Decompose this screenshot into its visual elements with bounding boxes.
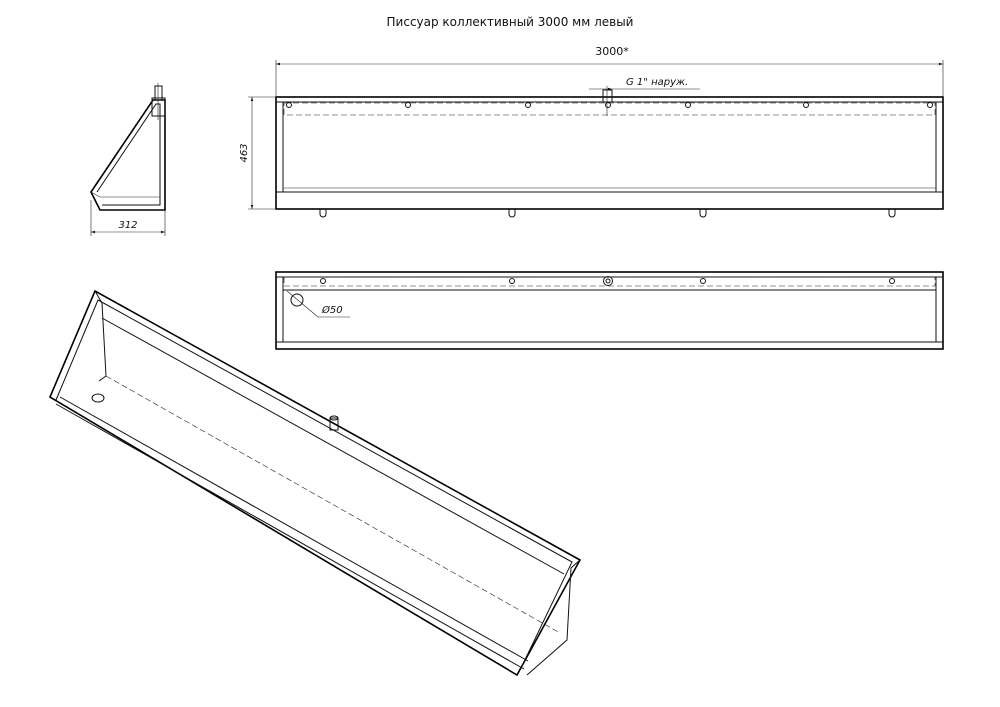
drawing-title: Писсуар коллективный 3000 мм левый — [387, 15, 634, 29]
drain-hole-diameter: Ø50 — [321, 304, 343, 316]
height-dimension: 463 — [239, 143, 250, 162]
isometric-view — [48, 289, 582, 677]
side-view: 312 — [90, 83, 166, 236]
top-view: Ø50 — [275, 271, 944, 350]
front-view: 3000* 463 G 1" наруж. — [239, 45, 944, 218]
pipe-thread-label: G 1" наруж. — [626, 77, 688, 88]
depth-dimension: 312 — [118, 220, 137, 231]
width-dimension: 3000* — [595, 45, 629, 58]
